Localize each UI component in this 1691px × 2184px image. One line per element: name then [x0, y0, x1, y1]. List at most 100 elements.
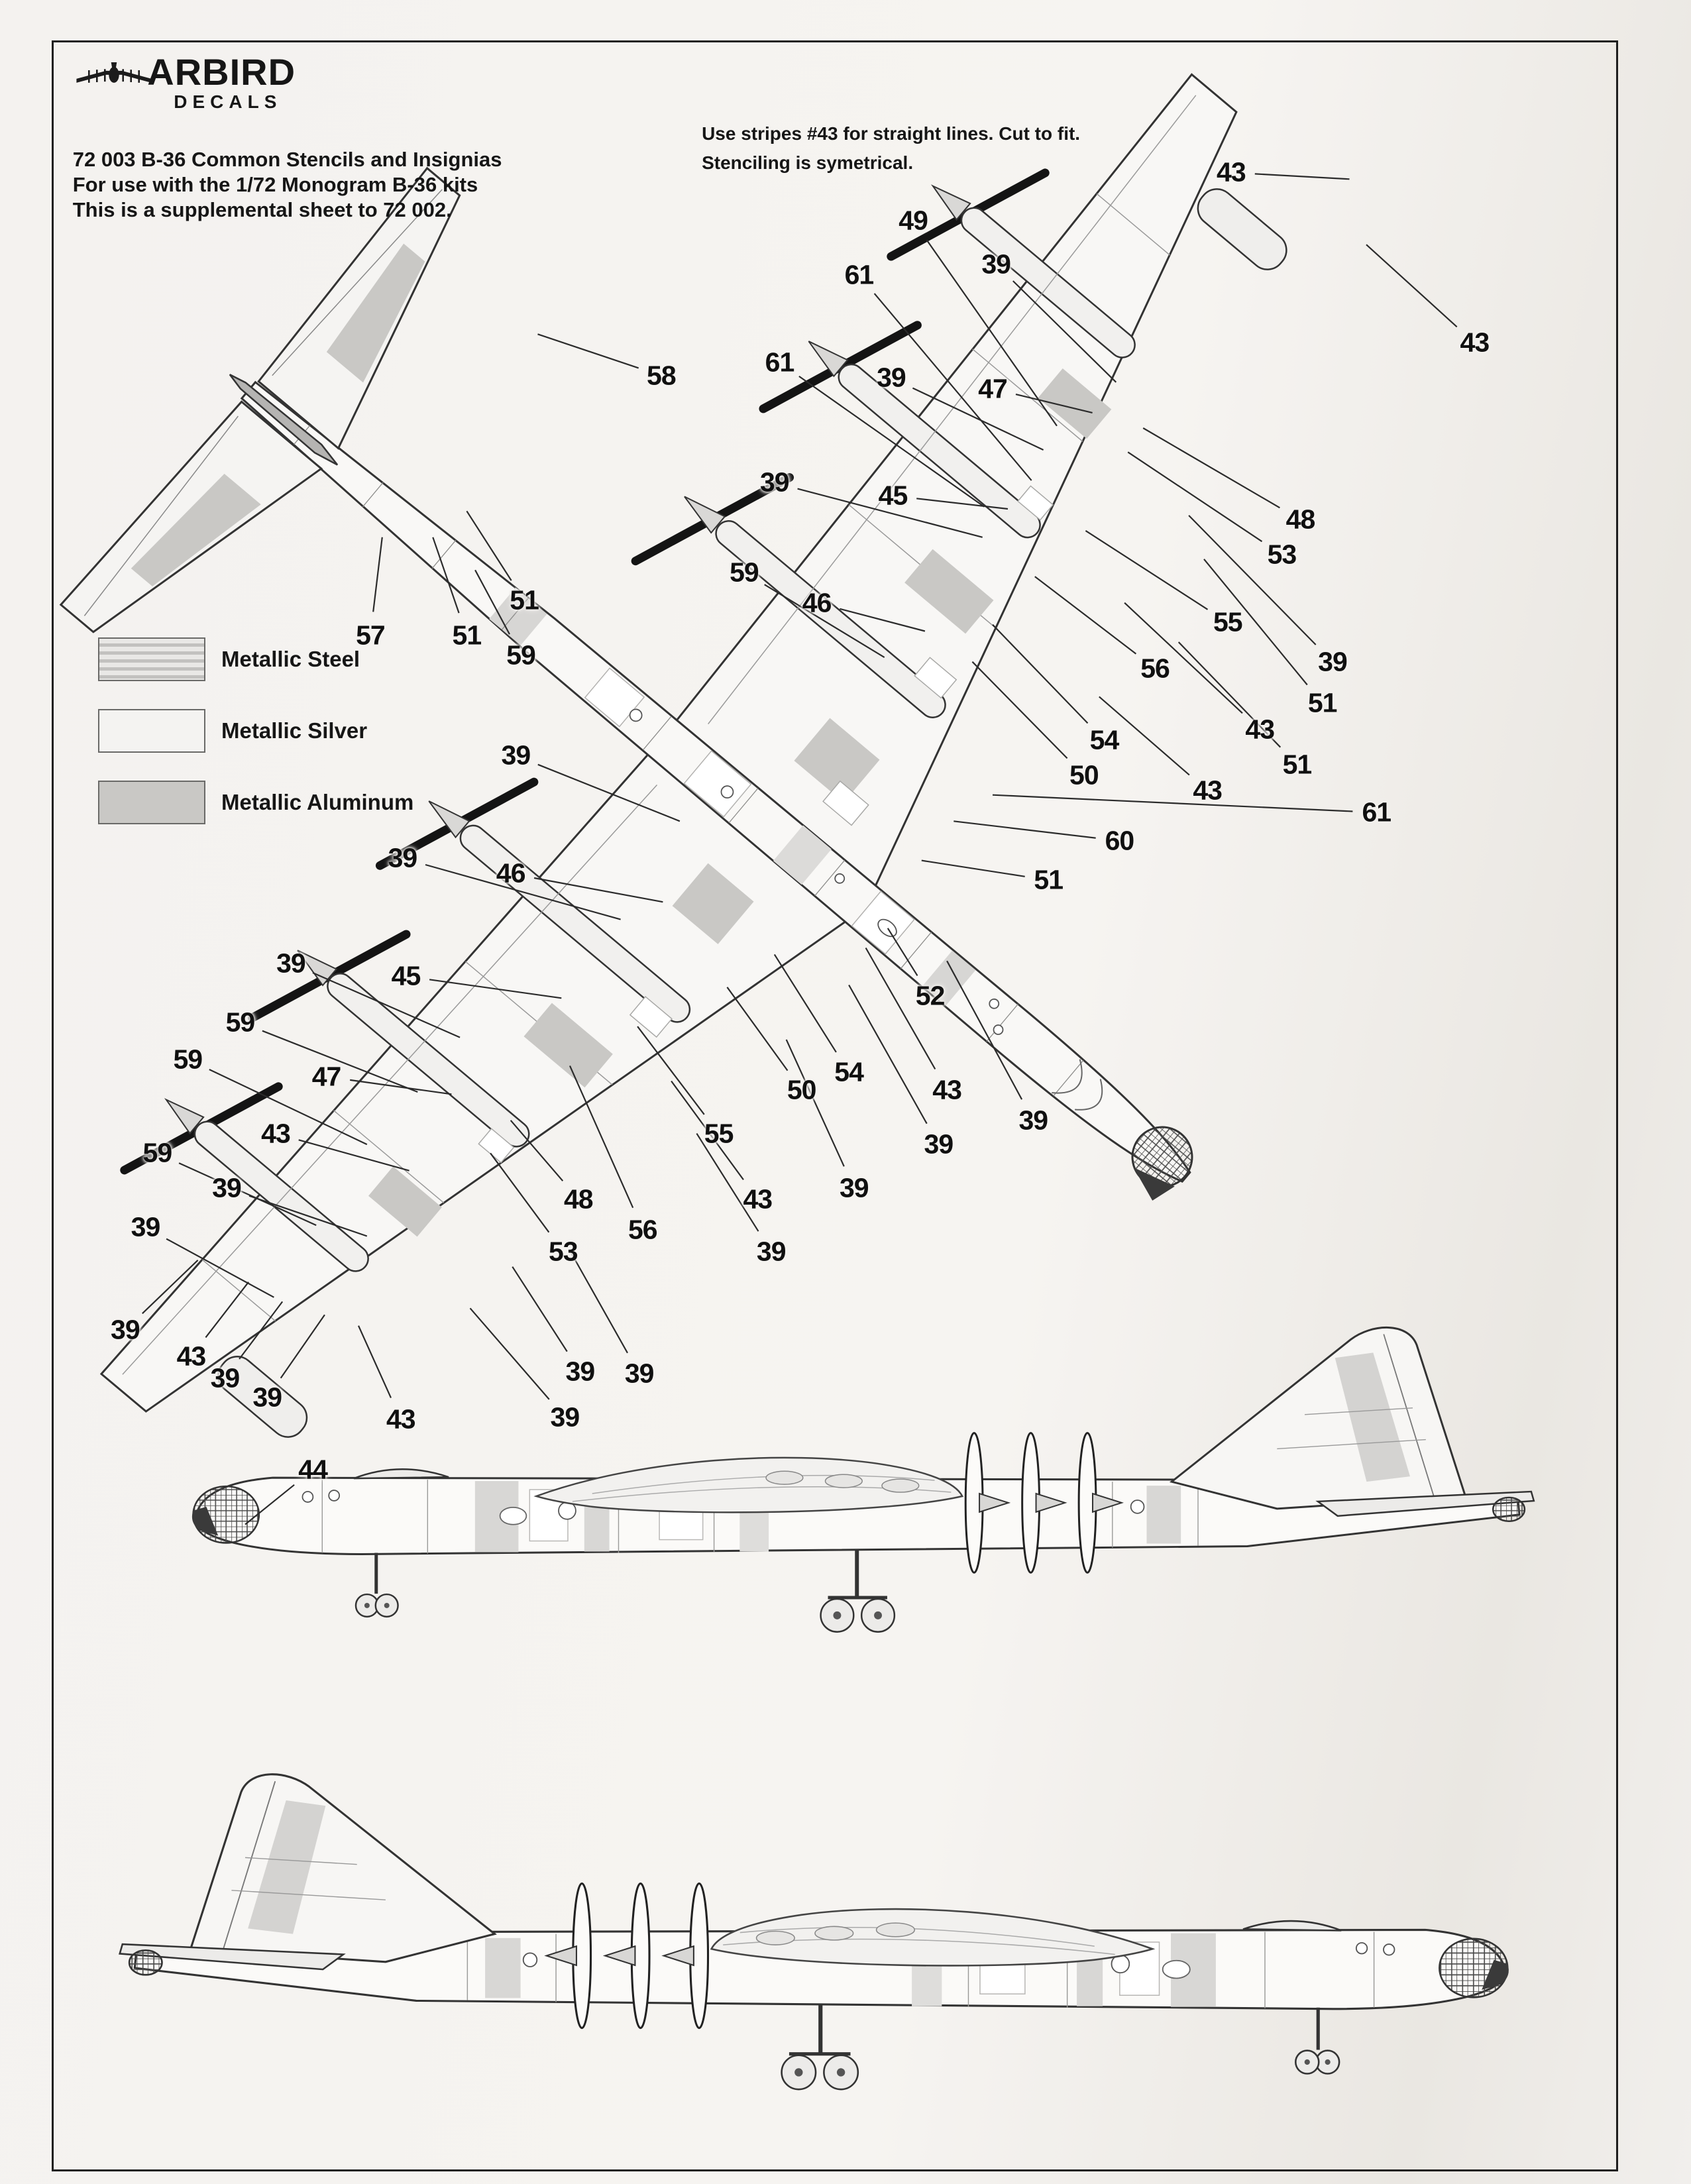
- metallic-aluminum-swatch: [98, 781, 206, 825]
- callout-43: 43: [261, 1118, 291, 1149]
- nose-dark-wedge: [1133, 1167, 1175, 1201]
- wing-decal-patches: [368, 368, 1112, 1237]
- callout-39: 39: [981, 248, 1011, 280]
- callout-44: 44: [298, 1454, 328, 1485]
- callout-43: 43: [386, 1403, 416, 1435]
- warbird-logo: ARBIRD DECALS: [74, 50, 296, 112]
- callout-39: 39: [212, 1172, 242, 1203]
- callout-39: 39: [131, 1211, 161, 1242]
- fin-top-view: [229, 374, 339, 466]
- callout-59: 59: [730, 557, 759, 588]
- callout-39: 39: [501, 739, 531, 771]
- metallic-steel-label: Metallic Steel: [221, 647, 360, 672]
- warbird-plane-icon: [76, 62, 152, 83]
- callout-43: 43: [932, 1074, 962, 1105]
- brand-sub: DECALS: [174, 91, 282, 112]
- tailplane: [59, 166, 461, 633]
- callout-43: 43: [1245, 714, 1275, 745]
- prop-spinners: [164, 184, 971, 1135]
- callout-39: 39: [276, 948, 306, 979]
- stripes-note-line-1: Use stripes #43 for straight lines. Cut …: [702, 123, 1081, 144]
- jet-pod-left: [217, 1356, 308, 1438]
- supplement-line: This is a supplemental sheet to 72 002.: [72, 198, 452, 222]
- callout-39: 39: [760, 466, 790, 498]
- callout-57: 57: [356, 620, 386, 651]
- callout-39: 39: [839, 1172, 869, 1203]
- brand-name: ARBIRD: [147, 50, 296, 93]
- finish-legend: Metallic Steel Metallic Silver Metallic …: [98, 637, 414, 825]
- legend-item-metallic-steel: Metallic Steel: [98, 637, 413, 682]
- callout-39: 39: [1018, 1105, 1048, 1136]
- callout-55: 55: [1213, 606, 1243, 637]
- callout-39: 39: [924, 1128, 954, 1160]
- callout-59: 59: [225, 1007, 256, 1038]
- metallic-silver-label: Metallic Silver: [221, 718, 368, 743]
- callout-49: 49: [899, 205, 928, 236]
- stripes-note: Use stripes #43 for straight lines. Cut …: [702, 119, 1080, 179]
- callout-54: 54: [1089, 724, 1120, 755]
- callout-50: 50: [1069, 759, 1099, 791]
- callout-59: 59: [506, 639, 536, 671]
- callout-52: 52: [915, 980, 946, 1011]
- callout-51: 51: [1034, 864, 1064, 895]
- callout-51: 51: [452, 620, 482, 651]
- callout-45: 45: [878, 480, 908, 511]
- callout-58: 58: [647, 360, 677, 391]
- callout-43: 43: [743, 1183, 773, 1214]
- callout-39: 39: [756, 1236, 787, 1267]
- callout-39: 39: [210, 1362, 241, 1393]
- kit-usage-line: For use with the 1/72 Monogram B-36 kits: [72, 173, 478, 197]
- callout-56: 56: [627, 1214, 658, 1245]
- fuselage-frame-lines: [293, 424, 1084, 1097]
- callout-46: 46: [496, 857, 526, 889]
- callout-39: 39: [1318, 646, 1348, 677]
- callout-51: 51: [510, 584, 539, 616]
- metallic-aluminum-label: Metallic Aluminum: [221, 790, 414, 815]
- metallic-steel-swatch: [98, 637, 206, 682]
- legend-item-metallic-aluminum: Metallic Aluminum: [98, 781, 414, 825]
- callout-61: 61: [765, 347, 795, 378]
- callout-60: 60: [1105, 825, 1135, 856]
- callout-59: 59: [173, 1044, 203, 1075]
- callout-43: 43: [1193, 775, 1223, 806]
- callout-56: 56: [1140, 653, 1170, 684]
- callout-61: 61: [1362, 796, 1392, 828]
- stencil-patches: [478, 485, 1054, 1164]
- product-title-line: 72 003 B-36 Common Stencils and Insignia…: [72, 148, 502, 172]
- callout-47: 47: [978, 373, 1008, 404]
- callout-39: 39: [252, 1382, 282, 1413]
- callout-54: 54: [834, 1056, 864, 1087]
- callout-39: 39: [388, 842, 418, 873]
- brand-text: ARBIRD DECALS: [147, 50, 296, 112]
- callout-43: 43: [1217, 156, 1246, 188]
- callout-39: 39: [111, 1314, 140, 1345]
- callout-53: 53: [549, 1236, 578, 1267]
- metallic-silver-swatch: [98, 709, 206, 753]
- callout-46: 46: [802, 587, 832, 618]
- callout-39: 39: [877, 362, 906, 393]
- callout-59: 59: [142, 1137, 173, 1168]
- sheet-border: [51, 40, 1618, 2172]
- legend-item-metallic-silver: Metallic Silver: [98, 709, 413, 753]
- engine-nacelles: [193, 207, 1136, 1272]
- callout-48: 48: [1285, 504, 1316, 535]
- callout-50: 50: [787, 1074, 817, 1105]
- callout-43: 43: [176, 1340, 207, 1372]
- callout-61: 61: [844, 259, 875, 290]
- callout-39: 39: [550, 1401, 580, 1433]
- callout-53: 53: [1267, 539, 1297, 570]
- callout-51: 51: [1282, 749, 1313, 780]
- callout-45: 45: [391, 960, 421, 991]
- callout-47: 47: [311, 1061, 342, 1092]
- callout-48: 48: [563, 1183, 594, 1214]
- fuselage-blisters: [629, 708, 1004, 1035]
- callout-43: 43: [1460, 327, 1490, 358]
- stripes-note-line-2: Stenciling is symetrical.: [702, 152, 914, 174]
- sheet-title-block: 72 003 B-36 Common Stencils and Insignia…: [73, 147, 502, 222]
- callout-39: 39: [565, 1356, 596, 1387]
- callout-55: 55: [704, 1118, 734, 1149]
